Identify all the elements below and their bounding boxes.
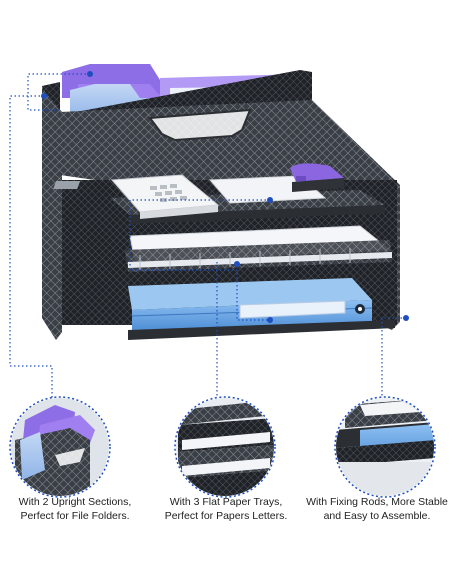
left-side-panel <box>42 88 62 340</box>
caption-line: and Easy to Assemble. <box>323 510 431 522</box>
callout-lines <box>9 73 406 400</box>
caption-line: With Fixing Rods, More Stable <box>306 496 448 508</box>
caption-line: With 3 Flat Paper Trays, <box>169 496 283 508</box>
bottom-tray <box>128 278 395 340</box>
detail-circle-upright-sections <box>9 396 111 498</box>
detail-circle-flat-trays <box>174 396 276 498</box>
stapler-icon <box>290 163 344 192</box>
caption-line: With 2 Upright Sections, <box>18 496 132 508</box>
caption-upright-sections: With 2 Upright Sections, Perfect for Fil… <box>0 495 150 523</box>
caption-fixing-rods: With Fixing Rods, More Stable and Easy t… <box>302 495 452 523</box>
callout-dots <box>41 71 409 323</box>
middle-tray <box>125 225 392 272</box>
desk-organizer <box>42 64 400 340</box>
calculator-icon <box>53 174 220 219</box>
detail-circle-fixing-rods <box>334 396 436 498</box>
top-tray <box>53 163 385 224</box>
caption-line: Perfect for File Folders. <box>20 510 130 522</box>
caption-flat-trays: With 3 Flat Paper Trays, Perfect for Pap… <box>151 495 301 523</box>
caption-line: Perfect for Papers Letters. <box>164 510 288 522</box>
front-upright-panel <box>60 100 325 185</box>
